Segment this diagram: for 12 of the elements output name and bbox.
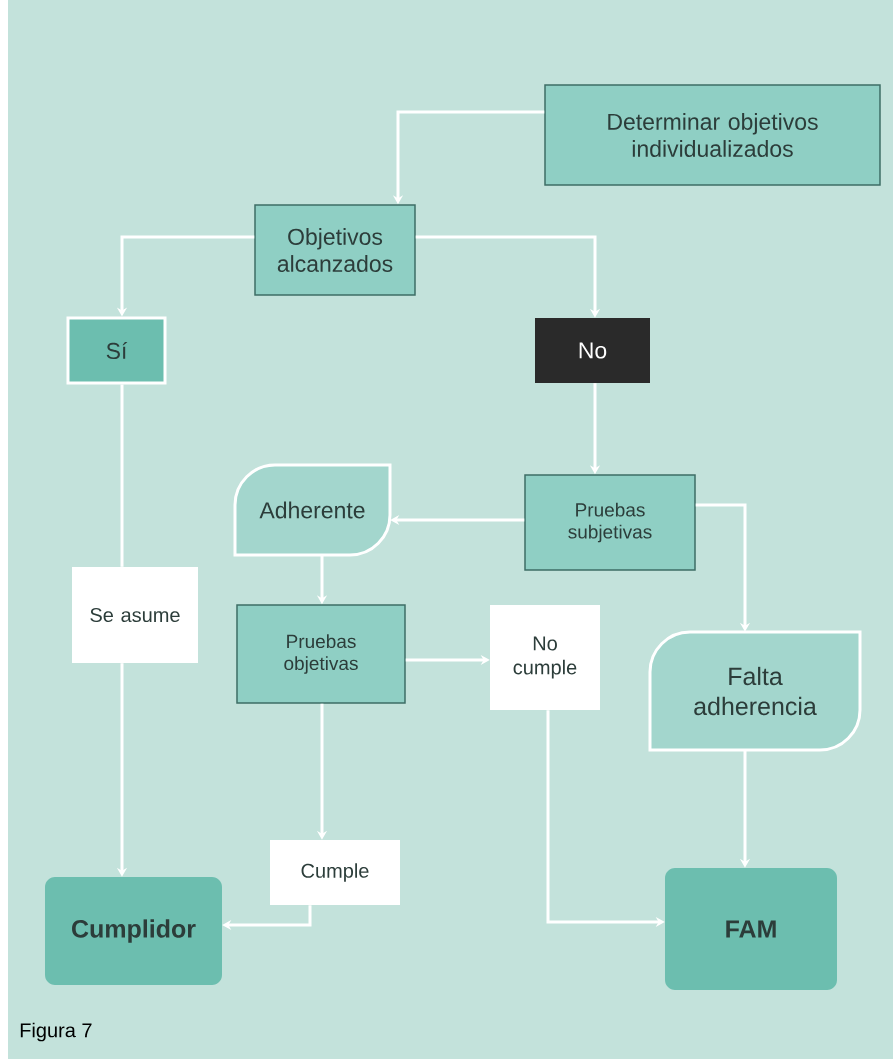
process-box: Determinar objetivos individualizados xyxy=(544,84,881,186)
answer-box: Sí xyxy=(66,316,167,385)
result-box: Se asume xyxy=(72,567,198,663)
process-box: Pruebas subjetivas xyxy=(524,474,696,571)
result-box: No cumple xyxy=(490,605,600,710)
answer-box: No xyxy=(535,318,650,383)
process-box: Objetivos alcanzados xyxy=(254,204,416,296)
result-box: Cumple xyxy=(270,840,400,905)
outcome-box: FAM xyxy=(665,868,837,990)
caption: Figura 7 xyxy=(20,1022,92,1042)
outcome-box: Cumplidor xyxy=(45,877,222,985)
process-box: Pruebas objetivas xyxy=(236,604,406,704)
